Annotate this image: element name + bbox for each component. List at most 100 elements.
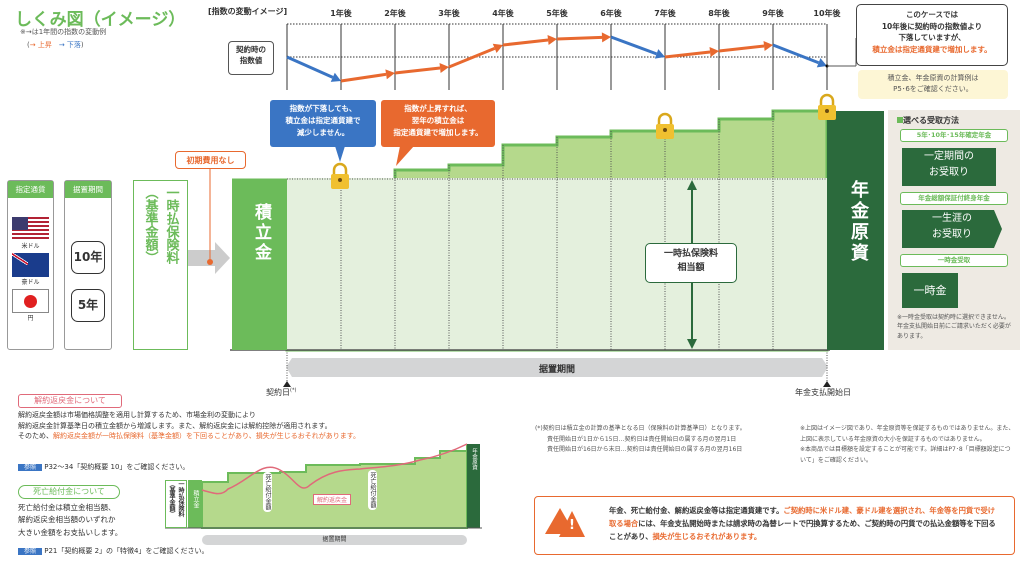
lump-sum-option[interactable]: 一時金 — [902, 273, 958, 308]
index-down-segment — [772, 43, 820, 65]
currency-header: 指定通貨 — [8, 181, 53, 198]
annuity-fund-label: 年金原資 — [848, 180, 869, 264]
mini-premium: 一時払保険料（基準金額） — [165, 480, 187, 528]
warning-icon: ! — [559, 511, 585, 537]
reference-badge: 参照 — [18, 464, 43, 471]
mini-death-label: 死亡給付金額 — [368, 470, 377, 510]
deferral-panel: 据置期間 10年 5年 — [64, 180, 112, 350]
bubble-index-up: 指数が上昇すれば、翌年の積立金は指定通貨建で増加します。 — [381, 100, 495, 147]
arrowhead-icon — [816, 58, 827, 68]
arrowhead-icon — [385, 69, 395, 80]
premium-equivalent-label: 一時払保険料相当額 — [645, 243, 737, 283]
index-heading: [指数の変動イメージ] — [208, 7, 288, 16]
surrender-reference: 参照 P32～34「契約概要 10」をご確認ください。 — [18, 462, 189, 473]
receipt-methods-panel: 選べる受取方法 5年･10年･15年確定年金 一定期間のお受取り 年金総額保証付… — [888, 110, 1020, 350]
tag-fixed-annuity: 5年･10年･15年確定年金 — [900, 129, 1008, 142]
accumulation-label: 積立金 — [251, 203, 271, 263]
year-label: 6年後 — [600, 9, 622, 18]
arrowhead-icon — [654, 49, 665, 59]
triangle-marker-icon — [823, 381, 831, 387]
deferral-bar — [286, 358, 828, 377]
legend-up: → 上昇 — [29, 41, 52, 49]
index-up-segment — [394, 66, 441, 75]
fx-warning-text: 年金、死亡給付金、解約返戻金等は指定通貨建です。ご契約時に米ドル建、豪ドル建を選… — [609, 506, 996, 541]
contract-date-label: 契約日(*) — [266, 387, 297, 397]
index-up-segment — [448, 47, 496, 69]
contract-date-footnote: (*)契約日は積立金の計算の基準となる日（保険料の計算基準日）となります。責任開… — [535, 425, 746, 453]
triangle-marker-icon — [283, 381, 291, 387]
index-up-segment — [718, 44, 765, 53]
legend-down: → 下落 — [58, 41, 81, 49]
deferral-5y-option[interactable]: 5年 — [71, 289, 105, 322]
legend: (→ 上昇 → 下落) — [27, 41, 84, 49]
tag-lifetime-annuity: 年金総額保証付終身年金 — [900, 192, 1008, 205]
au-flag-icon[interactable] — [12, 253, 49, 277]
page-title: しくみ図（イメージ） — [15, 10, 186, 30]
mini-surrender-label: 解約返戻金 — [313, 494, 352, 505]
legend-note: ※→は1年間の指数の変動例 — [20, 28, 107, 36]
receipt-header: 選べる受取方法 — [897, 115, 959, 126]
death-benefit-title: 死亡給付金について — [18, 485, 120, 499]
payment-start-label: 年金支払開始日 — [795, 388, 851, 397]
arrowhead-icon — [439, 63, 449, 73]
accumulation-block — [232, 180, 287, 350]
bubble-index-down: 指数が下落しても、積立金は指定通貨建で減少しません。 — [270, 100, 376, 147]
lock-icon — [818, 93, 836, 120]
arrow-right-icon — [188, 242, 230, 274]
aud-label: 豪ドル — [21, 279, 40, 286]
reference-badge: 参照 — [18, 548, 43, 555]
usd-label: 米ドル — [21, 243, 40, 250]
arrowhead-icon — [601, 32, 611, 43]
surrender-text: 解約返戻金額は市場価格調整を適用し計算するため、市場金利の変動により解約返戻金計… — [18, 411, 361, 440]
surrender-title: 解約返戻金について — [18, 394, 122, 408]
jpy-label: 円 — [27, 315, 34, 322]
mini-fund-label: 年金原資 — [471, 448, 477, 470]
arrowhead-icon — [709, 47, 719, 57]
start-index-label: 契約時の指数値 — [228, 41, 274, 75]
tag-lump-sum: 一時金受取 — [900, 254, 1008, 267]
index-up-segment — [502, 38, 549, 47]
year-label: 10年後 — [813, 9, 841, 18]
death-benefit-reference: 参照 P21「契約概要 2」の「特徴4」をご確認ください。 — [18, 546, 209, 557]
index-up-segment — [664, 50, 711, 59]
premium-label: 一時払保険料 — [163, 186, 179, 264]
year-label: 1年後 — [330, 9, 352, 18]
lock-icon — [656, 112, 674, 139]
year-label: 3年後 — [438, 9, 460, 18]
arrowhead-icon — [547, 35, 557, 45]
year-label: 8年後 — [708, 9, 730, 18]
us-flag-icon[interactable] — [12, 217, 49, 241]
lock-icon — [331, 162, 349, 189]
death-benefit-text: 死亡給付金は積立金相当額、解約返戻金相当額のいずれか大きい金額をお支払いします。 — [18, 503, 123, 537]
arrowhead-icon — [763, 41, 773, 51]
fixed-period-option[interactable]: 一定期間のお受取り — [902, 148, 996, 186]
arrowhead-icon — [330, 72, 341, 82]
deferral-header: 据置期間 — [65, 181, 111, 198]
lifetime-option[interactable]: 一生涯のお受取り — [902, 210, 1002, 248]
index-line — [286, 32, 829, 83]
jp-flag-icon[interactable] — [12, 289, 49, 313]
mini-period-label: 据置期間 — [322, 536, 347, 543]
index-grid — [286, 23, 828, 90]
index-up-segment — [556, 35, 603, 41]
deferral-10y-option[interactable]: 10年 — [71, 241, 105, 274]
index-down-segment — [610, 35, 658, 56]
mini-accum-label: 積立金 — [192, 490, 199, 508]
year-label: 2年後 — [384, 9, 406, 18]
notes-right: ※上図はイメージ図であり、年金原資等を保証するものではありません。また、上図に表… — [800, 425, 1015, 464]
premium-block: 一時払保険料 （基準金額） — [133, 180, 188, 350]
no-initial-fee-label: 初期費用なし — [175, 151, 246, 169]
year-label: 4年後 — [492, 9, 514, 18]
currency-panel: 指定通貨 米ドル 豪ドル 円 — [7, 180, 54, 350]
year-label: 7年後 — [654, 9, 676, 18]
fx-warning-box: ! 年金、死亡給付金、解約返戻金等は指定通貨建です。ご契約時に米ドル建、豪ドル建… — [534, 496, 1015, 555]
index-up-segment — [340, 72, 387, 83]
mini-death-label: 死亡給付金額 — [263, 472, 272, 512]
premium-sublabel: （基準金額） — [142, 186, 158, 264]
year-label: 5年後 — [546, 9, 568, 18]
deferral-period-label: 据置期間 — [538, 365, 575, 375]
receipt-note: ※一時金受取は契約時に選択できません。年金支払開始日前にご請求いただく必要があり… — [897, 314, 1011, 340]
